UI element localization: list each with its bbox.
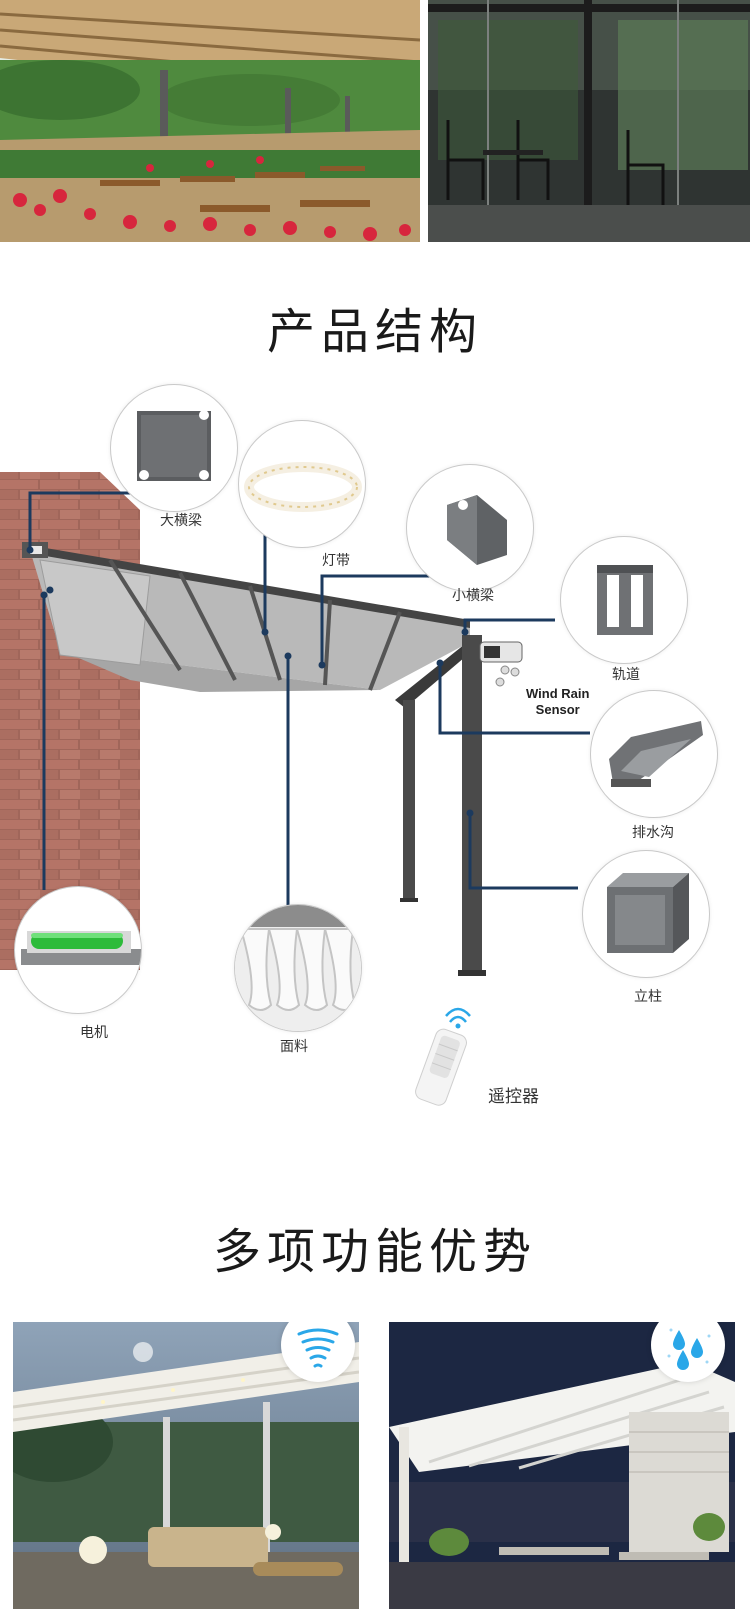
sensor-label-line1: Wind Rain <box>526 686 590 701</box>
photo-restaurant-terrace <box>0 0 420 242</box>
part-track-label: 轨道 <box>612 667 640 683</box>
part-motor-image <box>14 886 142 1014</box>
part-fabric-image <box>234 904 362 1032</box>
wifi-signal-icon <box>445 1007 471 1029</box>
remote-control-label: 遥控器 <box>488 1087 539 1107</box>
wind-rain-sensor-label: Wind Rain Sensor <box>526 686 589 718</box>
part-small-beam-image <box>406 464 534 592</box>
pergola-illustration <box>0 472 590 976</box>
tornado-icon <box>297 1328 339 1368</box>
top-photo-strip <box>0 0 750 244</box>
part-small-beam-label: 小横梁 <box>452 588 494 604</box>
raindrops-icon <box>667 1328 711 1370</box>
remote-control-image <box>415 1007 471 1106</box>
part-track-image <box>560 536 688 664</box>
part-light-strip-label: 灯带 <box>322 553 350 569</box>
part-large-beam-label: 大横梁 <box>160 513 202 529</box>
wind-rain-sensor-device <box>479 641 523 687</box>
sensor-label-line2: Sensor <box>535 702 580 717</box>
rain-proof-badge <box>651 1322 725 1382</box>
part-fabric-label: 面料 <box>280 1039 308 1055</box>
wind-resistance-badge <box>281 1322 355 1382</box>
part-gutter-label: 排水沟 <box>632 825 674 841</box>
feature-photo-rain <box>389 1322 735 1609</box>
part-post-label: 立柱 <box>634 989 662 1005</box>
feature-photo-wind <box>13 1322 359 1609</box>
part-post-image <box>582 850 710 978</box>
part-motor-label: 电机 <box>80 1025 108 1041</box>
features-section-title: 多项功能优势 <box>212 1224 537 1280</box>
part-light-strip-image <box>238 420 366 548</box>
structure-section-title: 产品结构 <box>266 304 483 360</box>
part-large-beam-image <box>110 384 238 512</box>
part-gutter-image <box>590 690 718 818</box>
product-structure-diagram: 大横梁 灯带 小横梁 轨道 Wind Rain Sensor <box>0 380 750 1140</box>
photo-glass-enclosure <box>428 0 750 242</box>
